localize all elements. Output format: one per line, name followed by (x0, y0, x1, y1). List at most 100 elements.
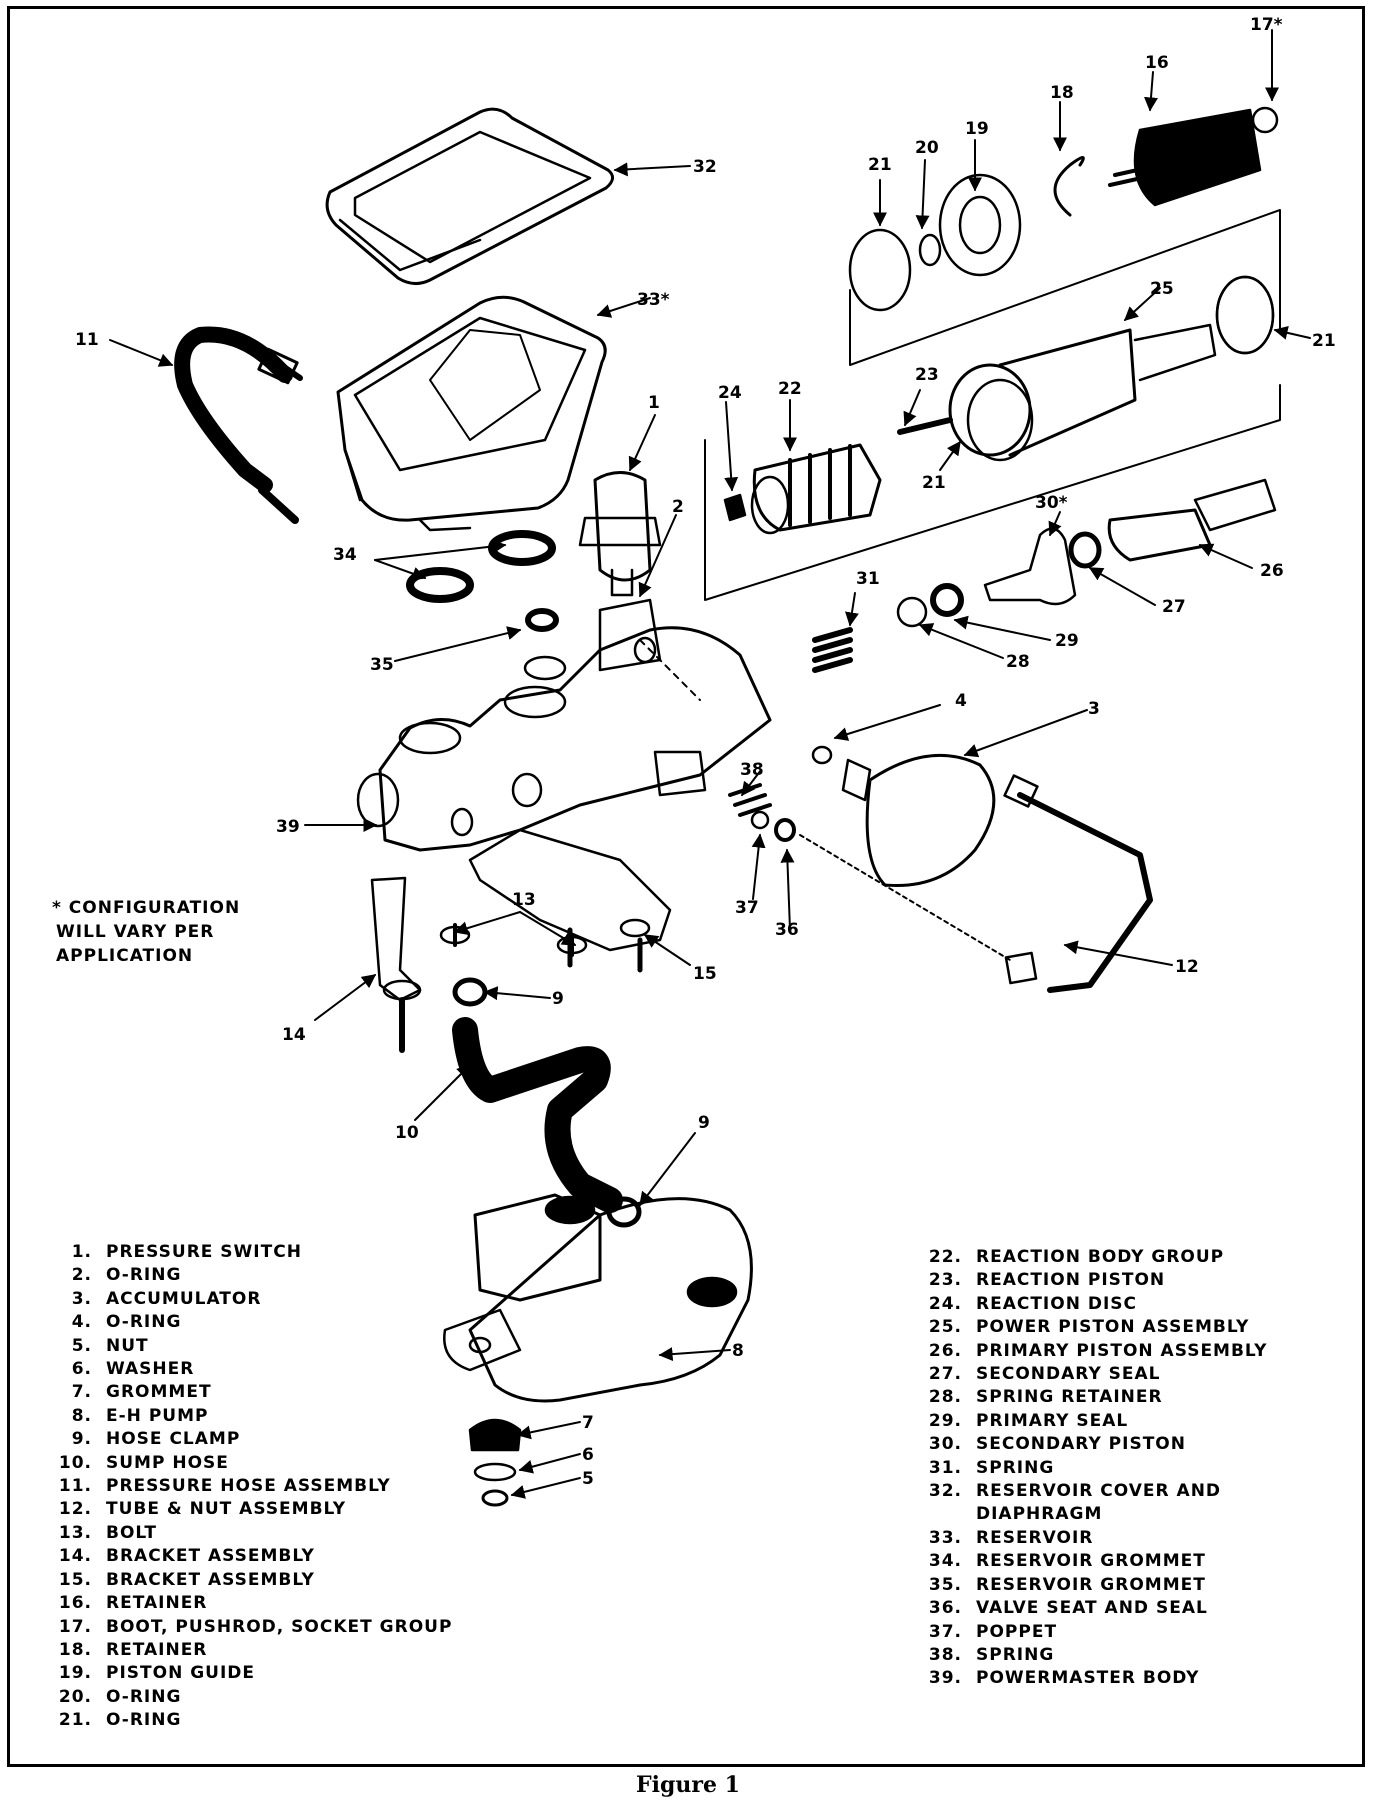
legend-label: SPRING (976, 1644, 1055, 1665)
callout-16: 16 (1145, 53, 1169, 73)
callout-36: 36 (775, 920, 799, 940)
callout-34: 34 (333, 545, 357, 565)
legend-label: POWER PISTON ASSEMBLY (976, 1317, 1250, 1338)
legend-item: 36.VALVE SEAT AND SEAL (920, 1597, 1300, 1620)
eh-pump (443, 1193, 753, 1507)
legend-item: 33. RESERVOIR (920, 1527, 1300, 1550)
legend-number: 35. (928, 1574, 962, 1595)
legend-item: 16.RETAINER (50, 1592, 510, 1615)
configuration-note: * CONFIGURATION WILL VARY PER APPLICATIO… (52, 896, 240, 968)
legend-label: O-RING (106, 1312, 182, 1333)
legend-label: PRESSURE SWITCH (106, 1242, 302, 1262)
callout-13: 13 (512, 890, 536, 910)
legend-label: RESERVOIR COVER AND DIAPHRAGM (976, 1481, 1222, 1525)
callout-4: 4 (955, 691, 967, 711)
legend-label: REACTION DISC (976, 1293, 1138, 1314)
legend-item: 12.TUBE & NUT ASSEMBLY (50, 1498, 510, 1521)
callout-25: 25 (1150, 279, 1174, 299)
legend-item: 23.REACTION PISTON (920, 1269, 1300, 1292)
callout-35: 35 (370, 655, 394, 675)
callout-27: 27 (1162, 597, 1186, 617)
legend-item: 32. RESERVOIR COVER AND DIAPHRAGM (920, 1480, 1300, 1527)
callout-30: 30* (1035, 493, 1068, 513)
legend-number: 31. (928, 1457, 962, 1478)
legend-number: 5. (71, 1335, 92, 1356)
legend-label: REACTION BODY GROUP (976, 1247, 1225, 1267)
callout-24: 24 (718, 383, 742, 403)
callout-5: 5 (582, 1469, 594, 1489)
legend-label: BOOT, PUSHROD, SOCKET GROUP (106, 1616, 453, 1637)
legend-item: 6.WASHER (50, 1358, 510, 1381)
callout-18: 18 (1050, 83, 1074, 103)
brackets-and-bolts (370, 828, 672, 1053)
legend-label: HOSE CLAMP (106, 1429, 241, 1450)
callout-2: 2 (672, 497, 684, 517)
legend-label: RETAINER (106, 1593, 208, 1614)
legend-label: RETAINER (106, 1639, 208, 1660)
reaction-body (723, 417, 953, 535)
leader-arrows (109, 29, 1311, 1499)
legend-item: 26.PRIMARY PISTON ASSEMBLY (920, 1340, 1300, 1363)
legend-number: 9. (71, 1429, 92, 1450)
callout-38: 38 (740, 760, 764, 780)
legend-label: POWERMASTER BODY (976, 1668, 1200, 1689)
legend-number: 20. (58, 1686, 92, 1707)
legend-item: 4.O-RING (50, 1311, 510, 1334)
legend-item: 35.RESERVOIR GROMMET (920, 1574, 1300, 1597)
legend-label: O-RING (106, 1710, 182, 1731)
callout-12: 12 (1175, 957, 1199, 977)
callout-29: 29 (1055, 631, 1079, 651)
callout-1: 1 (648, 393, 660, 413)
callout-37: 37 (735, 898, 759, 918)
valve-parts (728, 783, 796, 842)
legend-item: 20.O-RING (50, 1686, 510, 1709)
legend-number: 29. (928, 1410, 962, 1431)
legend-label: SECONDARY SEAL (976, 1364, 1161, 1385)
legend-number: 39. (928, 1668, 962, 1689)
callout-19: 19 (965, 119, 989, 139)
legend-item: 19.PISTON GUIDE (50, 1662, 510, 1685)
legend-number: 27. (928, 1364, 962, 1385)
callout-8: 8 (732, 1341, 744, 1361)
legend-item: 18. RETAINER (50, 1639, 510, 1662)
legend-item: 8.E-H PUMP (50, 1405, 510, 1428)
legend-label: SUMP HOSE (106, 1452, 229, 1473)
legend-item: 27. SECONDARY SEAL (920, 1363, 1300, 1386)
legend-number: 33. (928, 1527, 962, 1548)
reservoir-cover (325, 107, 614, 285)
legend-item: 37.POPPET (920, 1621, 1300, 1644)
legend-label: O-RING (106, 1265, 182, 1286)
callout-15: 15 (693, 964, 717, 984)
legend-item: 17.BOOT, PUSHROD, SOCKET GROUP (50, 1616, 510, 1639)
legend-number: 21. (58, 1710, 92, 1731)
callout-6: 6 (582, 1445, 594, 1465)
legend-item: 3.ACCUMULATOR (50, 1288, 510, 1311)
legend-item: 38.SPRING (920, 1644, 1300, 1667)
callout-28: 28 (1006, 652, 1030, 672)
legend-label: PRESSURE HOSE ASSEMBLY (106, 1476, 391, 1497)
group-bracket-lines (639, 209, 1281, 961)
sump-hose (452, 977, 642, 1228)
legend-label: RESERVOIR GROMMET (976, 1551, 1206, 1572)
callout-23: 23 (915, 365, 939, 385)
legend-number: 18. (58, 1639, 92, 1660)
legend-number: 36. (928, 1598, 962, 1619)
legend-number: 32. (928, 1481, 962, 1502)
legend-number: 1. (71, 1242, 92, 1262)
legend-label: RESERVOIR (976, 1527, 1094, 1548)
legend-item: 9. HOSE CLAMP (50, 1428, 510, 1451)
legend-number: 25. (928, 1317, 962, 1338)
legend-number: 23. (928, 1270, 962, 1291)
legend-item: 1. PRESSURE SWITCH (50, 1241, 510, 1264)
legend-label: POPPET (976, 1621, 1058, 1642)
legend-item: 2. O-RING (50, 1264, 510, 1287)
legend-number: 30. (928, 1434, 962, 1455)
note-line: * CONFIGURATION (52, 898, 241, 918)
legend-number: 2. (71, 1265, 92, 1286)
legend-item: 29.PRIMARY SEAL (920, 1410, 1300, 1433)
callout-7: 7 (582, 1413, 594, 1433)
callout-21-c: 21 (922, 473, 946, 493)
legend-item: 7.GROMMET (50, 1381, 510, 1404)
